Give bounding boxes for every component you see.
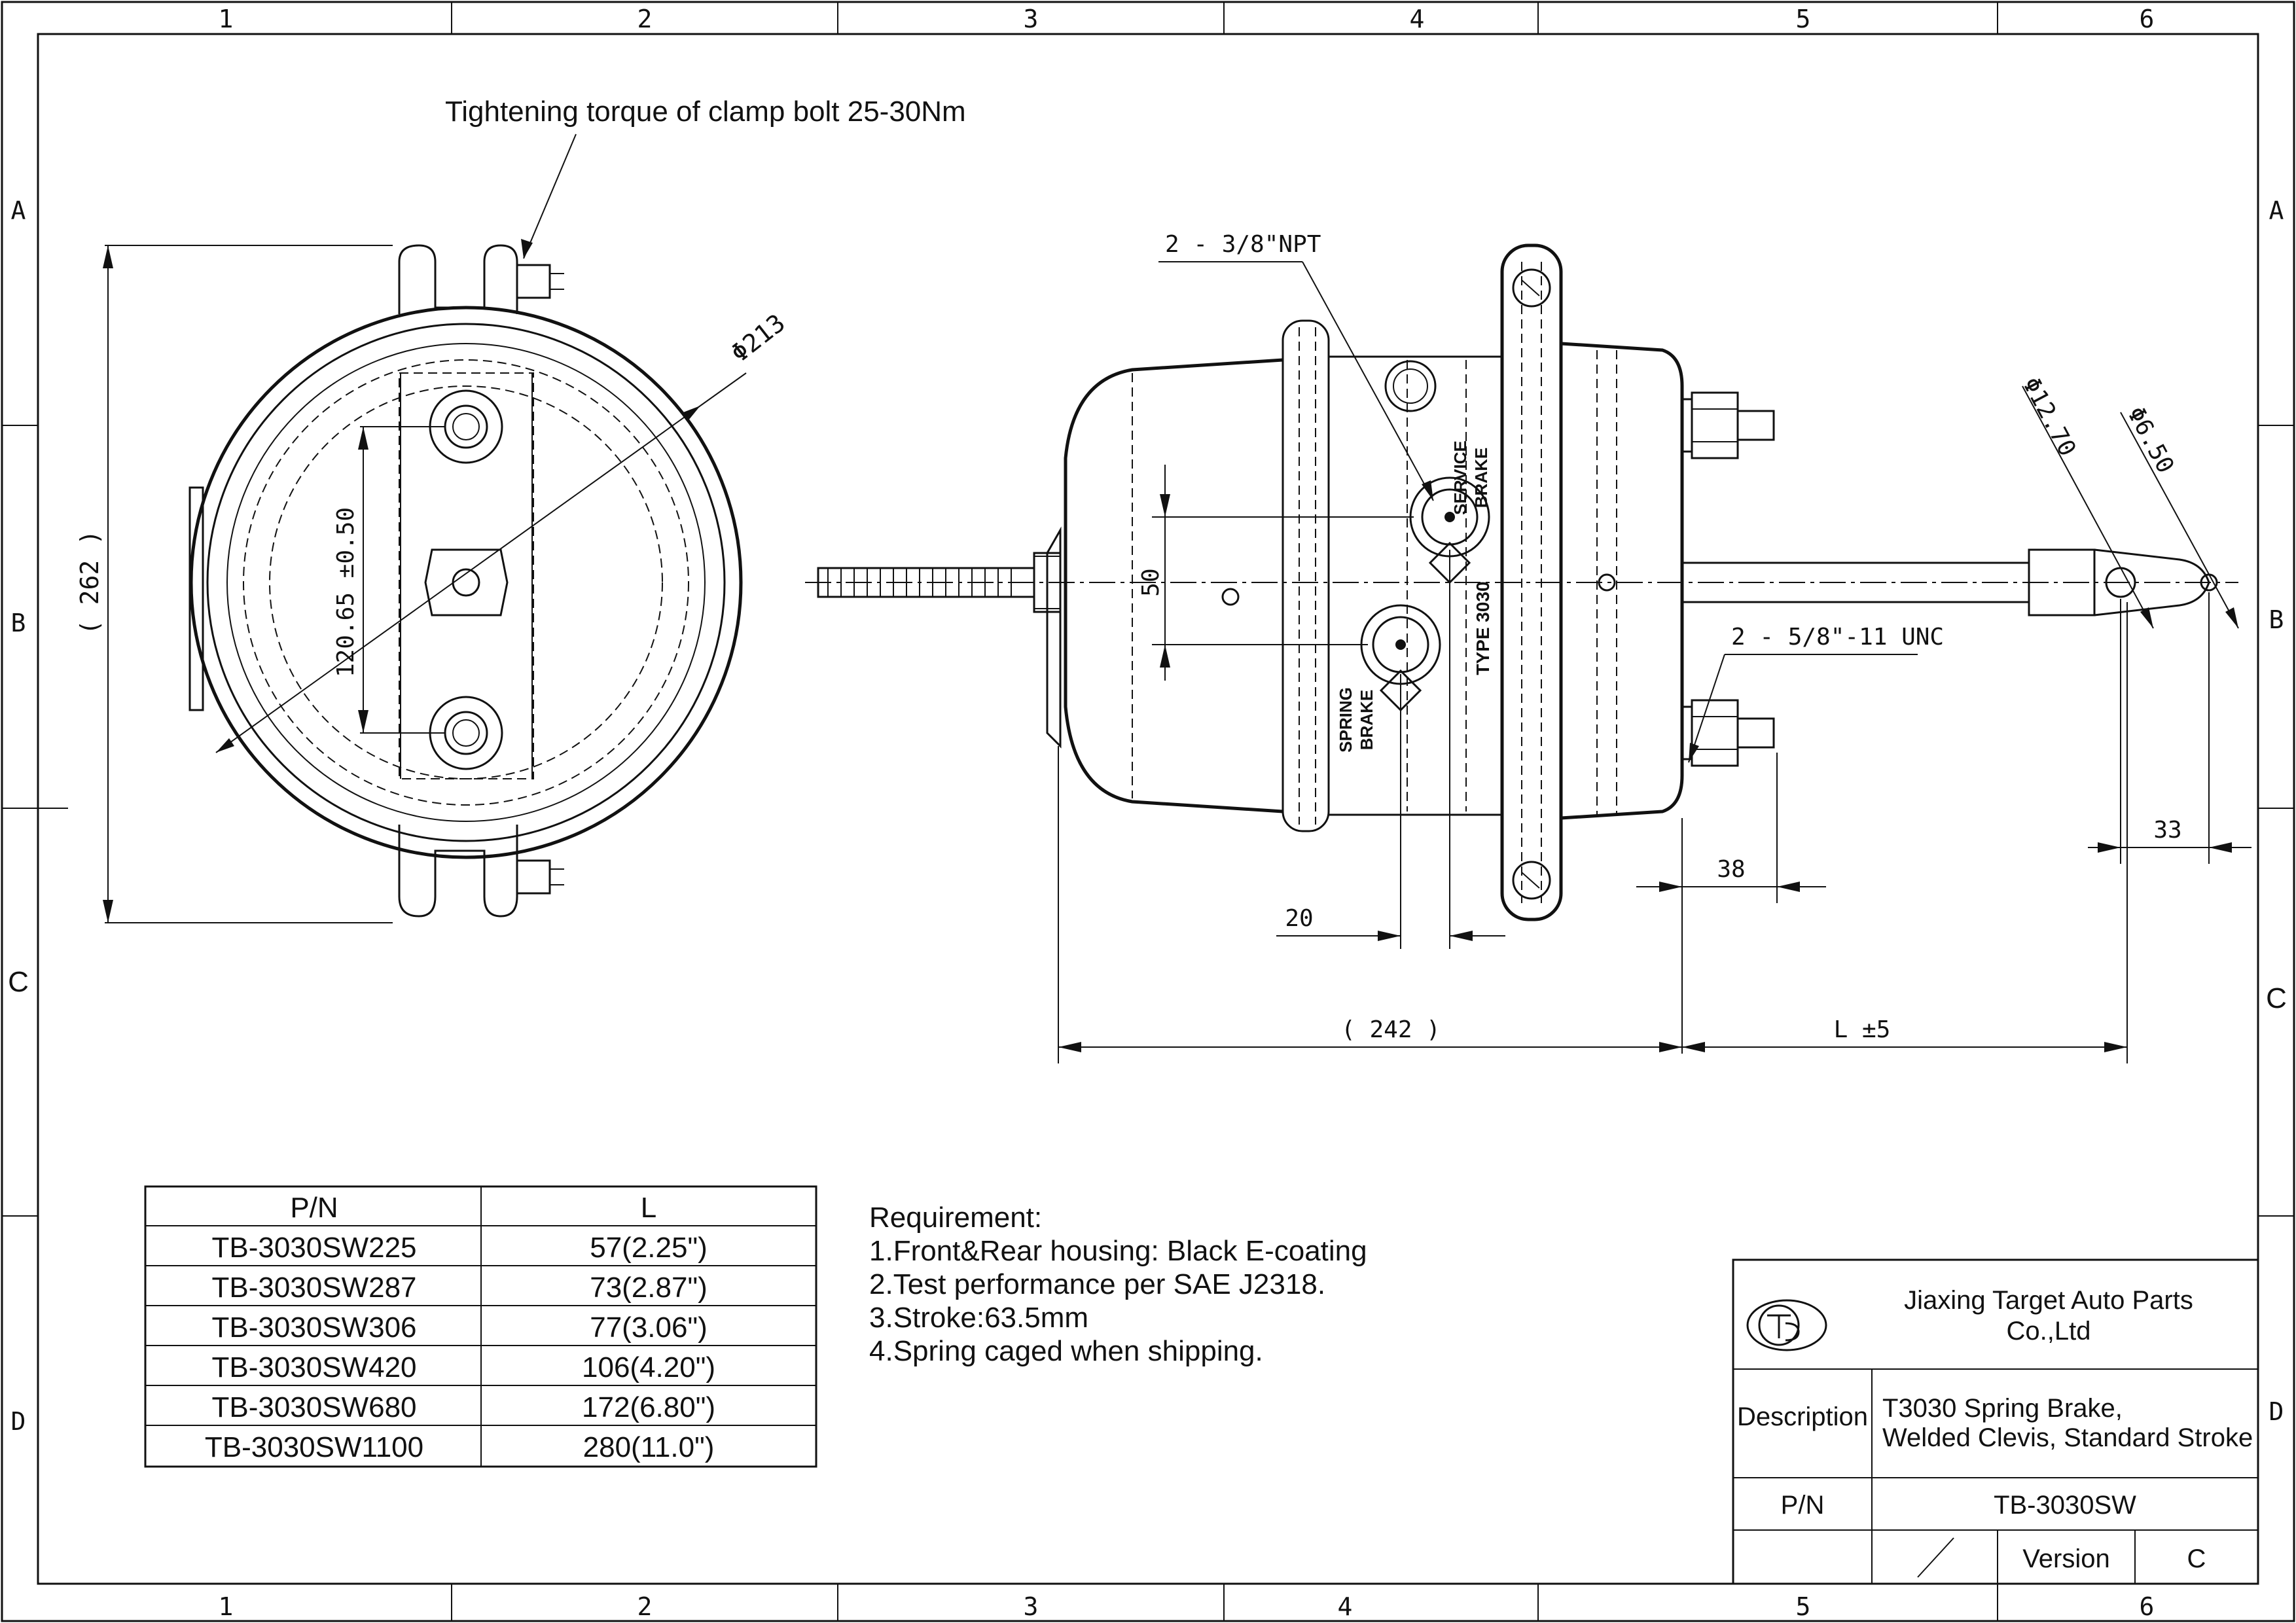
table-cell-pn: TB-3030SW306 [211,1311,416,1344]
row-label-right: D [2269,1397,2284,1426]
title-block: Jiaxing Target Auto Parts Co.,Ltd Descri… [1732,1258,2259,1585]
requirement-item: 4.Spring caged when shipping. [869,1335,1263,1367]
table-cell-pn: TB-3030SW420 [211,1351,416,1383]
label-service-brake: SERVICE [1450,440,1470,515]
col-label-bottom: 5 [1796,1592,1811,1621]
dim-38: 38 [1717,856,1745,883]
dim-33: 33 [2153,817,2181,844]
row-label-left: C [8,966,29,998]
table-cell-l: 280(11.0") [583,1431,715,1463]
side-dimensions: 2 - 3/8"NPT 50 20 2 - 5/8"-11 UNC 38 [1058,231,2251,1063]
version-label: Version [2022,1544,2109,1573]
dim-height-262: ( 262 ) [75,530,104,635]
table-cell-pn: TB-3030SW1100 [205,1431,423,1463]
front-view: Φ213 ( 262 ) 120.65 ±0.50 [75,244,791,923]
label-type-3030: TYPE 3030 [1473,581,1493,675]
table-header-l: L [641,1192,656,1224]
description-label: Description [1737,1402,1868,1431]
label-service-brake: BRAKE [1471,448,1491,508]
side-view: SERVICE BRAKE TYPE 3030 SPRING BRAKE [805,243,2238,921]
dim-studs-unc: 2 - 5/8"-11 UNC [1731,624,1944,651]
dim-242: ( 242 ) [1341,1016,1441,1043]
requirements-title: Requirement: [869,1202,1042,1234]
pn-table: P/N L TB-3030SW225 57(2.25") TB-3030SW28… [144,1185,817,1468]
pn-value: TB-3030SW [1994,1491,2136,1520]
table-cell-l: 57(2.25") [590,1232,708,1264]
row-label-left: D [11,1407,26,1436]
description-line2: Welded Clevis, Standard Stroke [1882,1423,2253,1452]
row-label-left: B [11,609,26,637]
row-label-right: A [2269,196,2284,225]
torque-leader [521,134,577,259]
description-line1: T3030 Spring Brake, [1882,1394,2123,1423]
dim-50: 50 [1138,568,1164,596]
table-header-pn: P/N [290,1192,338,1224]
col-label-top: 6 [2140,5,2155,33]
requirement-item: 1.Front&Rear housing: Black E-coating [869,1235,1367,1267]
col-label-bottom: 1 [219,1592,234,1621]
dim-l: L ±5 [1834,1016,1891,1043]
table-cell-l: 106(4.20") [582,1351,715,1383]
table-cell-l: 77(3.06") [590,1311,708,1344]
row-label-right: C [2266,982,2287,1014]
label-spring-brake: BRAKE [1357,690,1376,750]
company-name-line1: Jiaxing Target Auto Parts [1904,1286,2193,1315]
table-cell-pn: TB-3030SW680 [211,1391,416,1423]
table-cell-pn: TB-3030SW225 [211,1232,416,1264]
col-label-top: 2 [637,5,653,33]
col-label-bottom: 6 [2140,1592,2155,1621]
dim-dia-213: Φ213 [725,308,790,368]
col-label-top: 5 [1796,5,1811,33]
dim-20: 20 [1285,905,1313,932]
row-label-right: B [2269,605,2284,634]
pn-label: P/N [1781,1491,1825,1520]
dim-dia-1270: Φ12.70 [2017,373,2081,461]
requirements-note: Requirement: 1.Front&Rear housing: Black… [869,1202,1367,1367]
label-spring-brake: SPRING [1336,687,1355,753]
company-logo-icon [1746,1299,1827,1351]
company-name-line2: Co.,Ltd [2007,1317,2091,1346]
version-value: C [2187,1544,2206,1573]
col-label-top: 3 [1024,5,1039,33]
requirement-item: 2.Test performance per SAE J2318. [869,1268,1325,1300]
dim-ports-npt: 2 - 3/8"NPT [1165,231,1321,258]
row-label-left: A [11,196,26,225]
dim-bolt-spacing: 120.65 ±0.50 [332,507,359,677]
col-label-top: 4 [1410,5,1425,33]
col-label-top: 1 [219,5,234,33]
requirement-item: 3.Stroke:63.5mm [869,1302,1088,1334]
table-cell-l: 172(6.80") [582,1391,715,1423]
torque-note: Tightening torque of clamp bolt 25-30Nm [445,96,966,128]
table-cell-pn: TB-3030SW287 [211,1272,416,1304]
col-label-bottom: 3 [1024,1592,1039,1621]
table-cell-l: 73(2.87") [590,1272,708,1304]
col-label-bottom: 2 [637,1592,653,1621]
col-label-bottom: 4 [1338,1592,1353,1621]
dim-dia-650: Φ6.50 [2122,402,2179,478]
